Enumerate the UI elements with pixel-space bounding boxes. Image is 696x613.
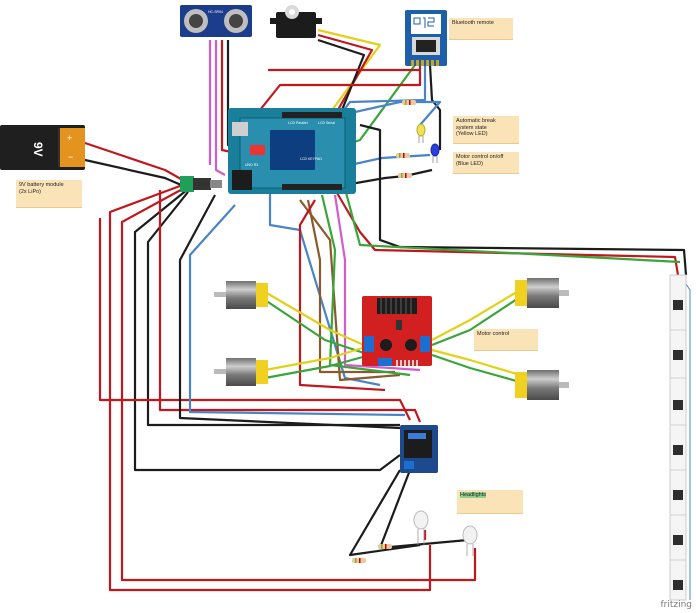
resistors xyxy=(352,100,416,563)
fritzing-brand: fritzing xyxy=(660,600,692,610)
arduino-header-right: LCD Serial xyxy=(318,121,335,125)
note-motor-led-line-1: Motor control on/off xyxy=(456,154,504,160)
wire-driver-brown-1 xyxy=(299,199,401,382)
wire-relay-black xyxy=(178,194,401,430)
battery-pack: 9V + − xyxy=(0,125,85,170)
resistor-3 xyxy=(398,173,412,178)
relay-module xyxy=(400,425,438,473)
blue-led xyxy=(430,143,440,163)
wire-m2-green xyxy=(264,353,371,380)
wire-m3-yellow xyxy=(431,289,521,341)
note-bluetooth: Bluetooth remote xyxy=(449,18,513,40)
ultrasonic-label: HC-SR04 xyxy=(208,10,223,14)
motor-front-right xyxy=(515,278,569,308)
wire-m2-yellow xyxy=(264,343,373,372)
note-motor-control-text: Motor control xyxy=(477,331,510,337)
note-motor-led-line-2: (Blue LED) xyxy=(456,160,483,167)
wire-relay-blue-1 xyxy=(188,204,406,417)
motor-front-left xyxy=(214,281,268,309)
headlight-left xyxy=(413,510,429,545)
wire-bt-red xyxy=(259,65,422,111)
wire-strip-green xyxy=(338,169,681,264)
resistor-5 xyxy=(352,558,366,563)
motor-rear-right xyxy=(515,370,569,400)
note-brake-line-2: system state xyxy=(456,124,487,131)
wire-power-black-2 xyxy=(146,191,400,427)
note-motor-control: Motor control xyxy=(474,329,538,351)
note-battery-line-2: (2x LiPo) xyxy=(19,188,42,195)
note-headlights: Headlights xyxy=(457,490,523,514)
resistor-4 xyxy=(378,544,392,549)
note-brake-line-3: (Yellow LED) xyxy=(456,131,488,137)
wire-driver-green xyxy=(320,194,411,377)
battery-label: 9V xyxy=(31,142,45,157)
ultrasonic-sensor: HC-SR04 xyxy=(180,5,252,37)
note-headlights-text: Headlights xyxy=(460,492,486,498)
arduino-center-label: LCD KEYPAD xyxy=(300,157,322,161)
headlight-right xyxy=(462,525,478,556)
wire-led-res xyxy=(344,168,433,187)
wire-driver-pink xyxy=(333,194,421,372)
note-motor-led: Motor control on/off (Blue LED) xyxy=(453,152,519,174)
arduino-header-left: LCD Parallel xyxy=(288,121,308,125)
wire-power-red-2 xyxy=(120,185,477,582)
led-strip xyxy=(669,274,687,601)
wire-head-black-1 xyxy=(348,469,421,557)
arduino-model-label: UNO R3 xyxy=(245,163,258,167)
note-battery-line-1: 9V battery module xyxy=(19,182,64,188)
resistor-1 xyxy=(402,100,416,105)
note-brake-line-1: Automatic break xyxy=(456,118,496,124)
motor-rear-left xyxy=(214,358,268,386)
wire-power-black-1 xyxy=(133,188,401,472)
wire-power-red-4 xyxy=(158,190,422,423)
note-battery: 9V battery module (2x LiPo) xyxy=(16,180,82,208)
dc-jack xyxy=(180,176,222,192)
battery-plus: + xyxy=(67,133,72,143)
arduino-board: LCD Parallel LCD Serial LCD KEYPAD UNO R… xyxy=(228,108,356,194)
wire-led-blue xyxy=(349,153,431,167)
bluetooth-module xyxy=(405,10,447,66)
wire-m3-green xyxy=(431,296,521,347)
battery-minus: − xyxy=(68,152,73,162)
wire-m1-green xyxy=(264,299,371,357)
yellow-led xyxy=(416,123,426,143)
note-bluetooth-text: Bluetooth remote xyxy=(452,20,494,26)
wire-strip-red xyxy=(299,129,680,276)
resistor-2 xyxy=(396,153,410,158)
wire-driver-brown-2 xyxy=(306,199,395,374)
wire-power-red-1 xyxy=(108,181,432,592)
servo-motor xyxy=(270,5,322,38)
wire-us-pink-2 xyxy=(214,40,226,176)
wire-m1-yellow xyxy=(264,291,376,352)
wire-m4-green xyxy=(431,353,521,384)
wire-driver-red xyxy=(298,199,386,392)
note-brake: Automatic break system state (Yellow LED… xyxy=(453,116,519,144)
wire-m4-yellow xyxy=(431,348,521,377)
wire-led-yellow xyxy=(354,100,442,126)
wire-strip-black xyxy=(359,123,688,276)
motor-driver-l298n xyxy=(362,296,432,366)
